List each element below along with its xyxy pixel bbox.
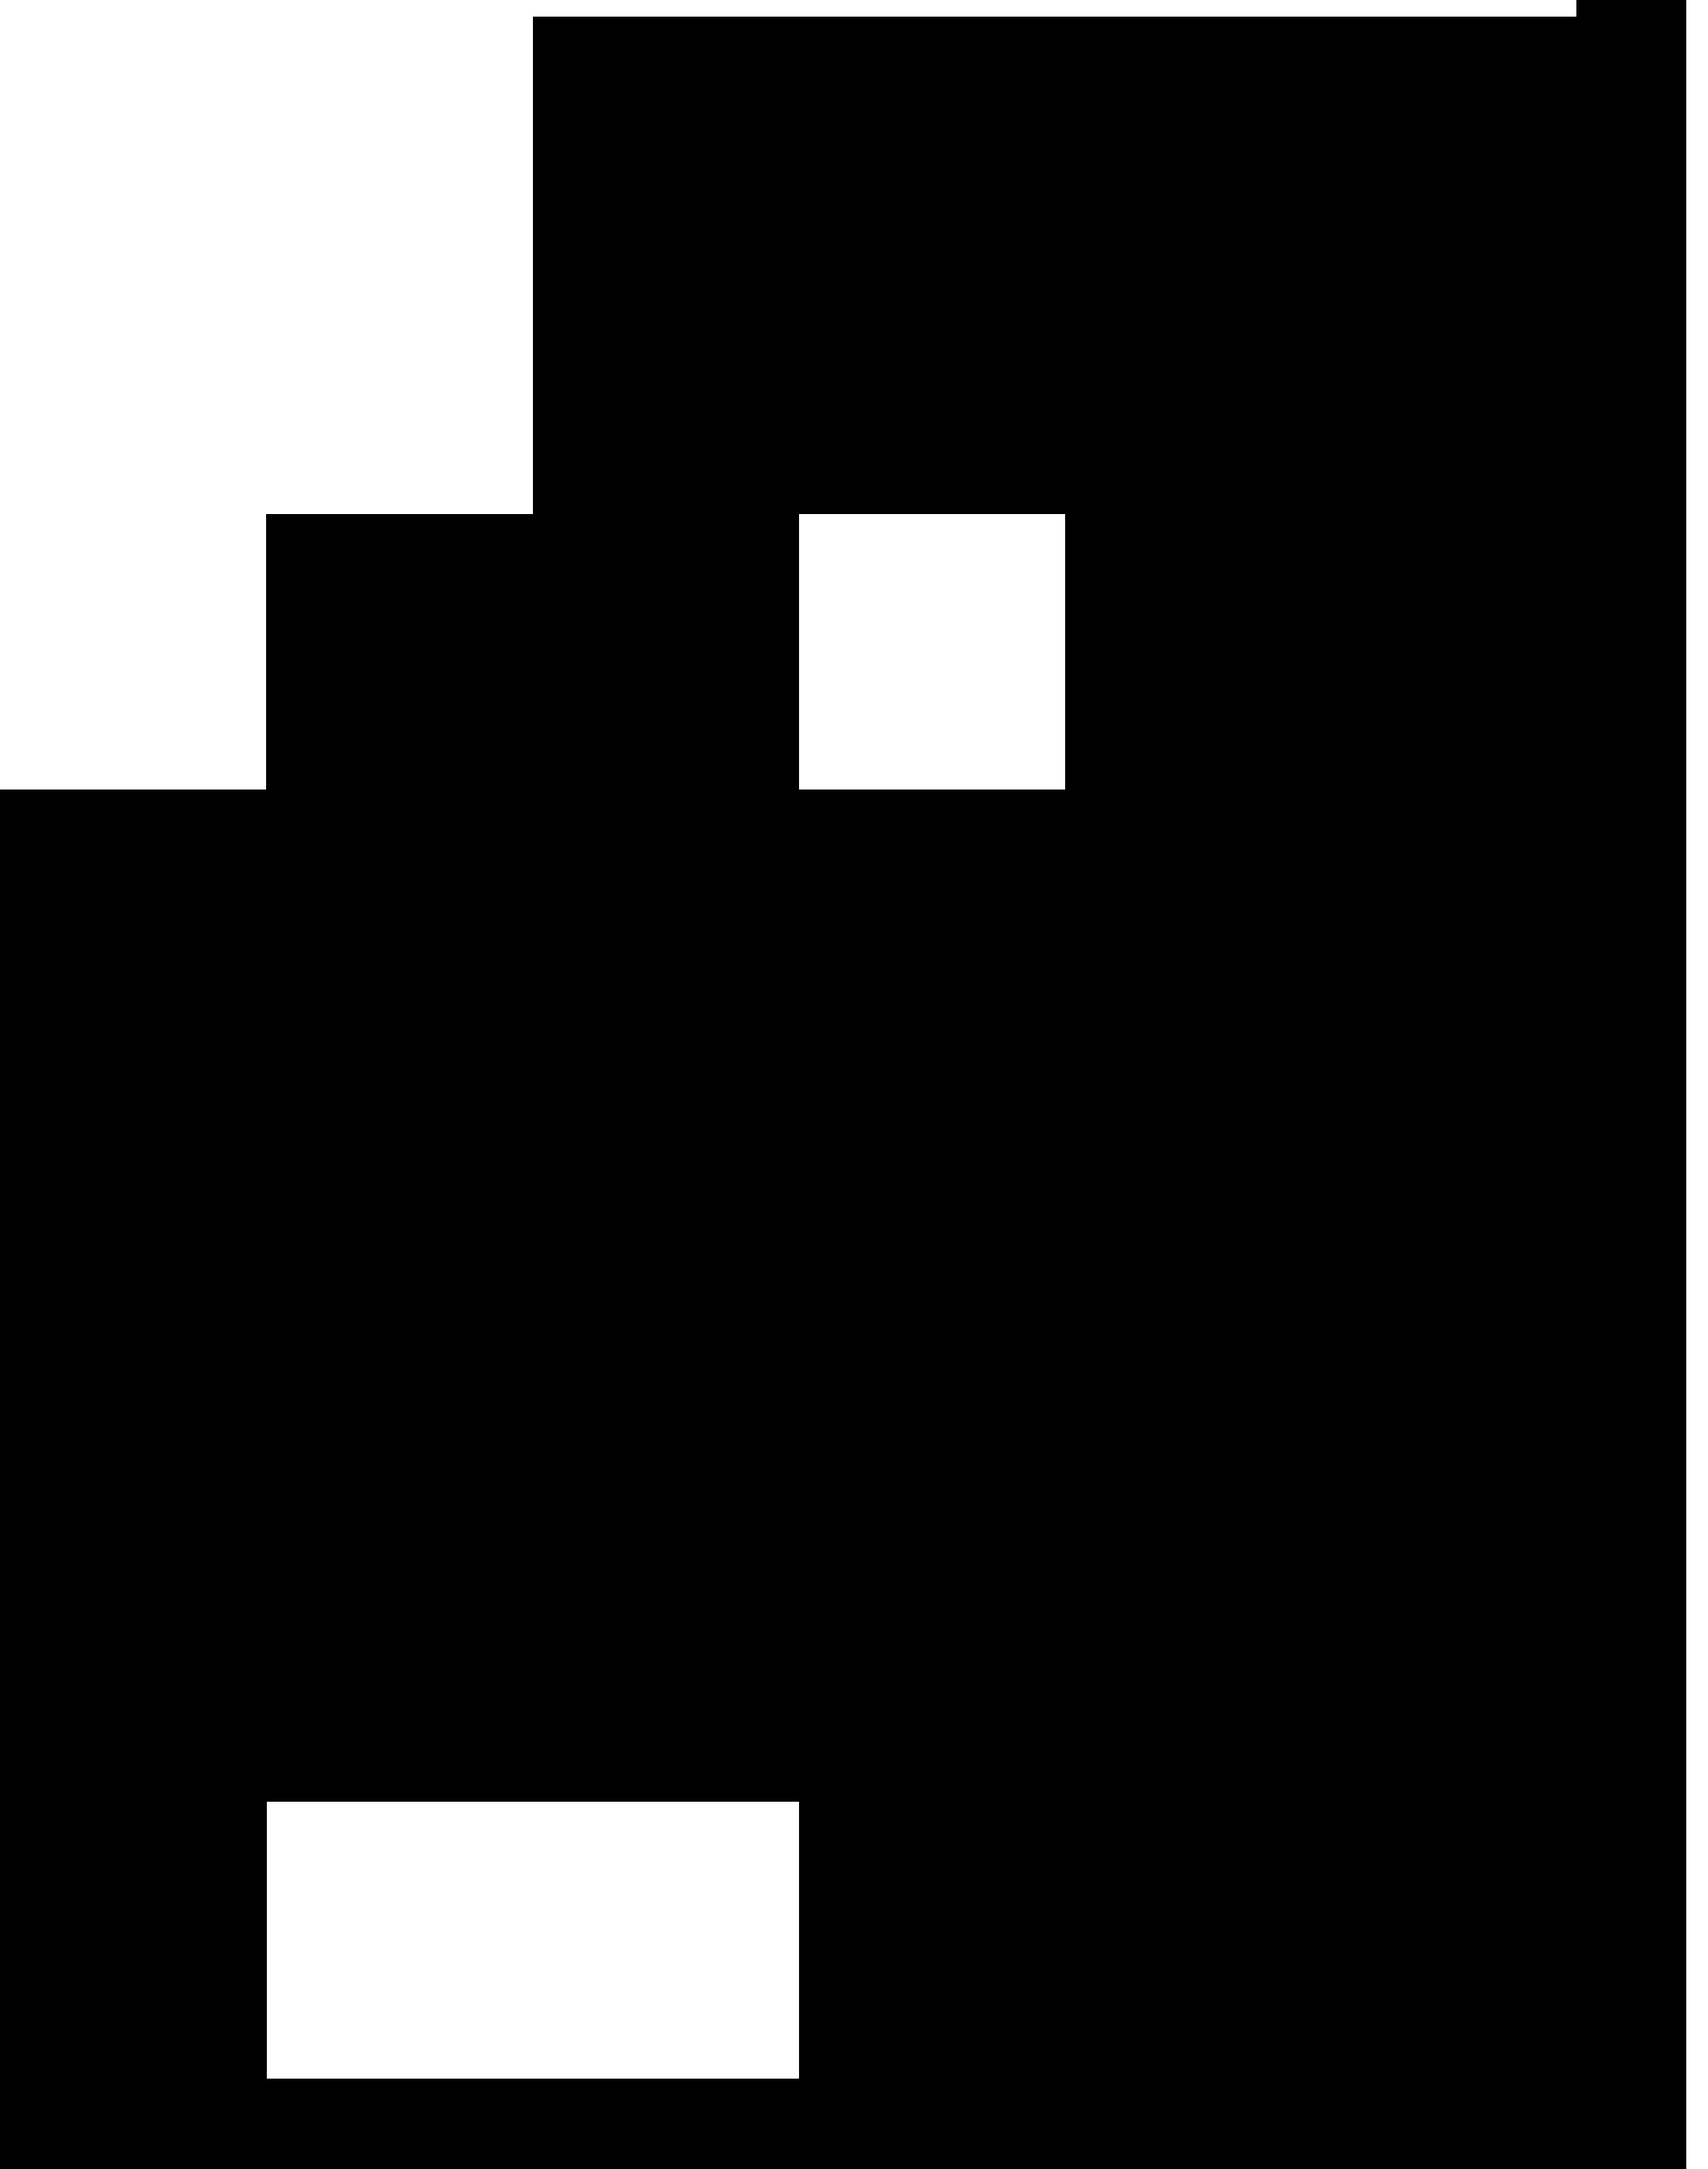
lower-left-panel <box>267 1802 799 2079</box>
bottom-edge-mask-plate <box>267 2079 799 2169</box>
left-strip-panel <box>0 514 266 790</box>
upper-mid-panel <box>799 515 1065 790</box>
right-edge-sliver <box>1686 0 1708 2169</box>
main-body-mask-plate <box>0 790 1686 1802</box>
upper-band-mask-plate <box>266 514 799 790</box>
vertical-label-rail: HgD HgE / ChiE HgA HgB ChiW <box>1576 0 1686 2169</box>
top-left-panel <box>0 0 533 514</box>
lower-mid-mask-plate <box>799 1802 1597 2169</box>
lower-left-mask-plate <box>0 1802 267 2169</box>
top-right-mask-plate <box>533 17 1686 514</box>
